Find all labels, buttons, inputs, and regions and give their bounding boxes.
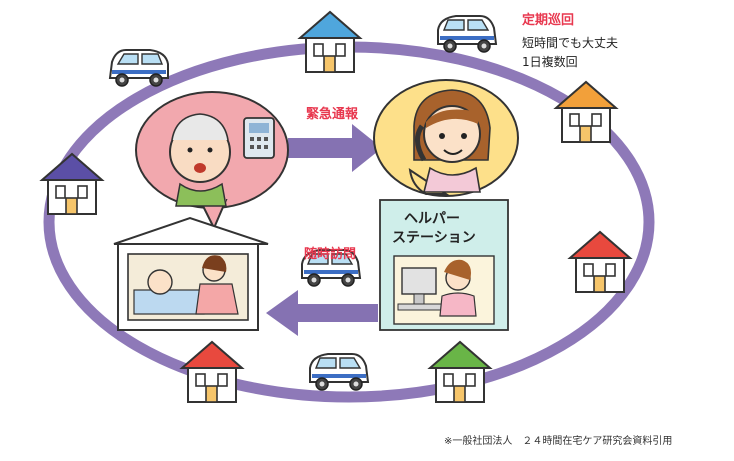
phone-icon <box>243 117 275 159</box>
house-icon <box>179 340 245 403</box>
helper-station <box>379 199 509 331</box>
car-icon <box>309 353 369 391</box>
house-icon <box>553 80 619 143</box>
house-icon <box>427 340 493 403</box>
emergency-arrow <box>288 124 382 172</box>
station-title-2: ステーション <box>392 230 476 246</box>
patrol-line-1: 短時間でも大丈夫 <box>522 36 619 50</box>
emergency-call-label: 緊急通報 <box>306 107 359 122</box>
car-icon <box>109 49 169 87</box>
patrol-line-2: 1日複数回 <box>522 55 578 69</box>
care-ring <box>43 41 655 403</box>
station-title-1: ヘルパー <box>404 211 460 227</box>
patrol-title: 定期巡回 <box>522 13 575 28</box>
car-icon <box>437 15 497 53</box>
source-note: ※一般社団法人 ２４時間在宅ケア研究会資料引用 <box>444 436 673 447</box>
computer-icon <box>397 267 443 311</box>
house-icon <box>297 10 363 73</box>
house-icon <box>39 152 105 215</box>
visit-label: 随時訪問 <box>304 247 357 262</box>
home-visit-scene <box>113 216 269 331</box>
visit-arrow <box>266 290 378 336</box>
elderly-caller-bubble <box>135 91 289 231</box>
operator-bubble <box>373 79 519 197</box>
house-icon <box>567 230 633 293</box>
